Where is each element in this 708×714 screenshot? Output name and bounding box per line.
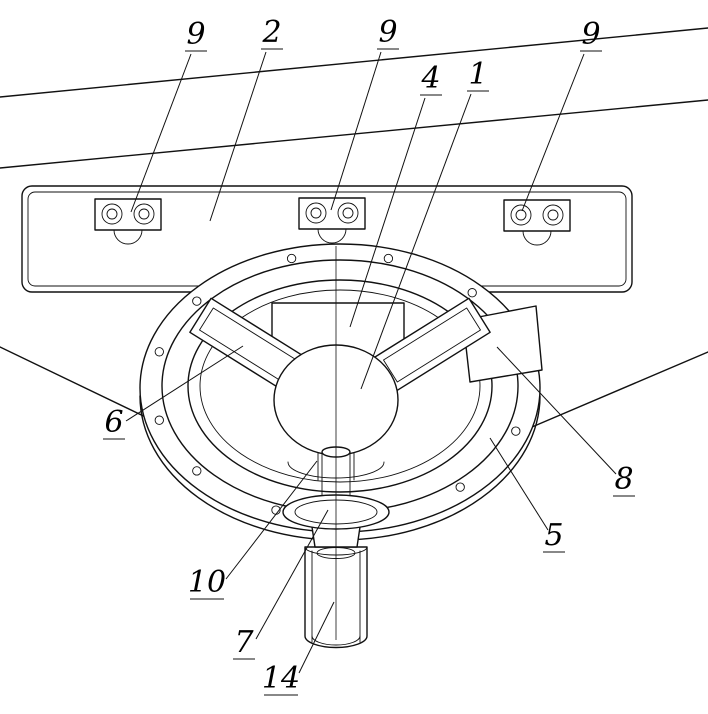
callout-14: 14 (262, 601, 335, 696)
rim-hole (192, 466, 202, 476)
callout-5: 5 (489, 437, 565, 553)
rim-hole (383, 253, 394, 264)
rim-hole (154, 415, 164, 425)
clamp-bolt-inner (342, 207, 354, 219)
rim-hole (286, 253, 297, 264)
leader-line (125, 345, 244, 422)
spoke-inner-line (383, 307, 481, 383)
table-near-edge-left (0, 346, 159, 424)
table-edges (0, 27, 708, 428)
leader-line (349, 97, 426, 328)
leader-line (330, 51, 382, 211)
table-mid-edge (0, 99, 708, 169)
callout-8: 8 (496, 346, 635, 497)
leader-line (360, 93, 472, 390)
leader-line (209, 51, 267, 222)
clamp-bolt (305, 202, 327, 224)
leader-line (298, 601, 335, 674)
clamp-body (503, 199, 571, 232)
callout-label: 9 (186, 17, 205, 52)
callout-7: 7 (233, 509, 329, 660)
callout-label: 4 (420, 61, 440, 96)
rim-hole (154, 347, 164, 357)
rim-hole (192, 296, 202, 306)
cylinder-bottom-inner-arc (311, 635, 361, 646)
callout-4: 4 (349, 61, 442, 328)
clamp-bolt (542, 204, 564, 226)
callout-9-left: 9 (130, 17, 207, 213)
spoke-lower (317, 451, 355, 481)
callout-9-middle: 9 (330, 15, 399, 211)
clamp-foot-arc (113, 229, 143, 245)
clamp-bolt-inner (547, 209, 559, 221)
clamp-body (94, 198, 162, 231)
callout-10: 10 (188, 460, 318, 600)
clamp-bolt-inner (310, 207, 322, 219)
leader-line (225, 460, 318, 580)
clamp-bolt (510, 204, 532, 226)
clamp-foot-arc (317, 228, 347, 244)
clamp-bolt-inner (138, 208, 150, 220)
callout-label: 6 (104, 405, 123, 440)
callout-label: 9 (378, 15, 397, 50)
table-near-edge-right (531, 351, 708, 428)
callout-1: 1 (360, 57, 489, 390)
callout-2: 2 (209, 15, 283, 222)
leader-line (130, 53, 192, 213)
callout-label: 2 (261, 15, 281, 50)
callout-label: 1 (468, 57, 487, 92)
clamp-bolt-inner (106, 208, 118, 220)
callout-label: 10 (188, 565, 226, 600)
wheel-inner-edge (199, 289, 481, 483)
clamp-bolt-inner (515, 209, 527, 221)
callout-label: 9 (581, 17, 600, 52)
leader-line (255, 509, 329, 640)
leader-line (489, 437, 549, 531)
callout-6: 6 (103, 345, 244, 440)
wheel-outer-edge (187, 279, 493, 493)
clamp-bolt (101, 203, 123, 225)
clamp-foot-arc (522, 230, 552, 246)
rim-hole (511, 426, 521, 436)
leader-line (521, 53, 585, 212)
rim-hole (455, 482, 465, 492)
callout-label: 8 (614, 462, 633, 497)
ring-assembly (139, 243, 543, 541)
callout-label: 7 (234, 625, 254, 660)
callouts: 9 2 9 4 1 9 6 (103, 15, 635, 696)
clamp-body (298, 197, 366, 230)
callout-9-right: 9 (521, 17, 602, 212)
callout-label: 14 (262, 661, 300, 696)
clamp-bolt (337, 202, 359, 224)
clamp-right (503, 199, 571, 246)
clamp-bolt (133, 203, 155, 225)
clamp-left (94, 198, 162, 245)
rim-hole (467, 288, 477, 298)
callout-label: 5 (544, 518, 563, 553)
clamp-middle (298, 197, 366, 244)
leader-line (496, 346, 617, 475)
table-far-edge (0, 27, 708, 98)
